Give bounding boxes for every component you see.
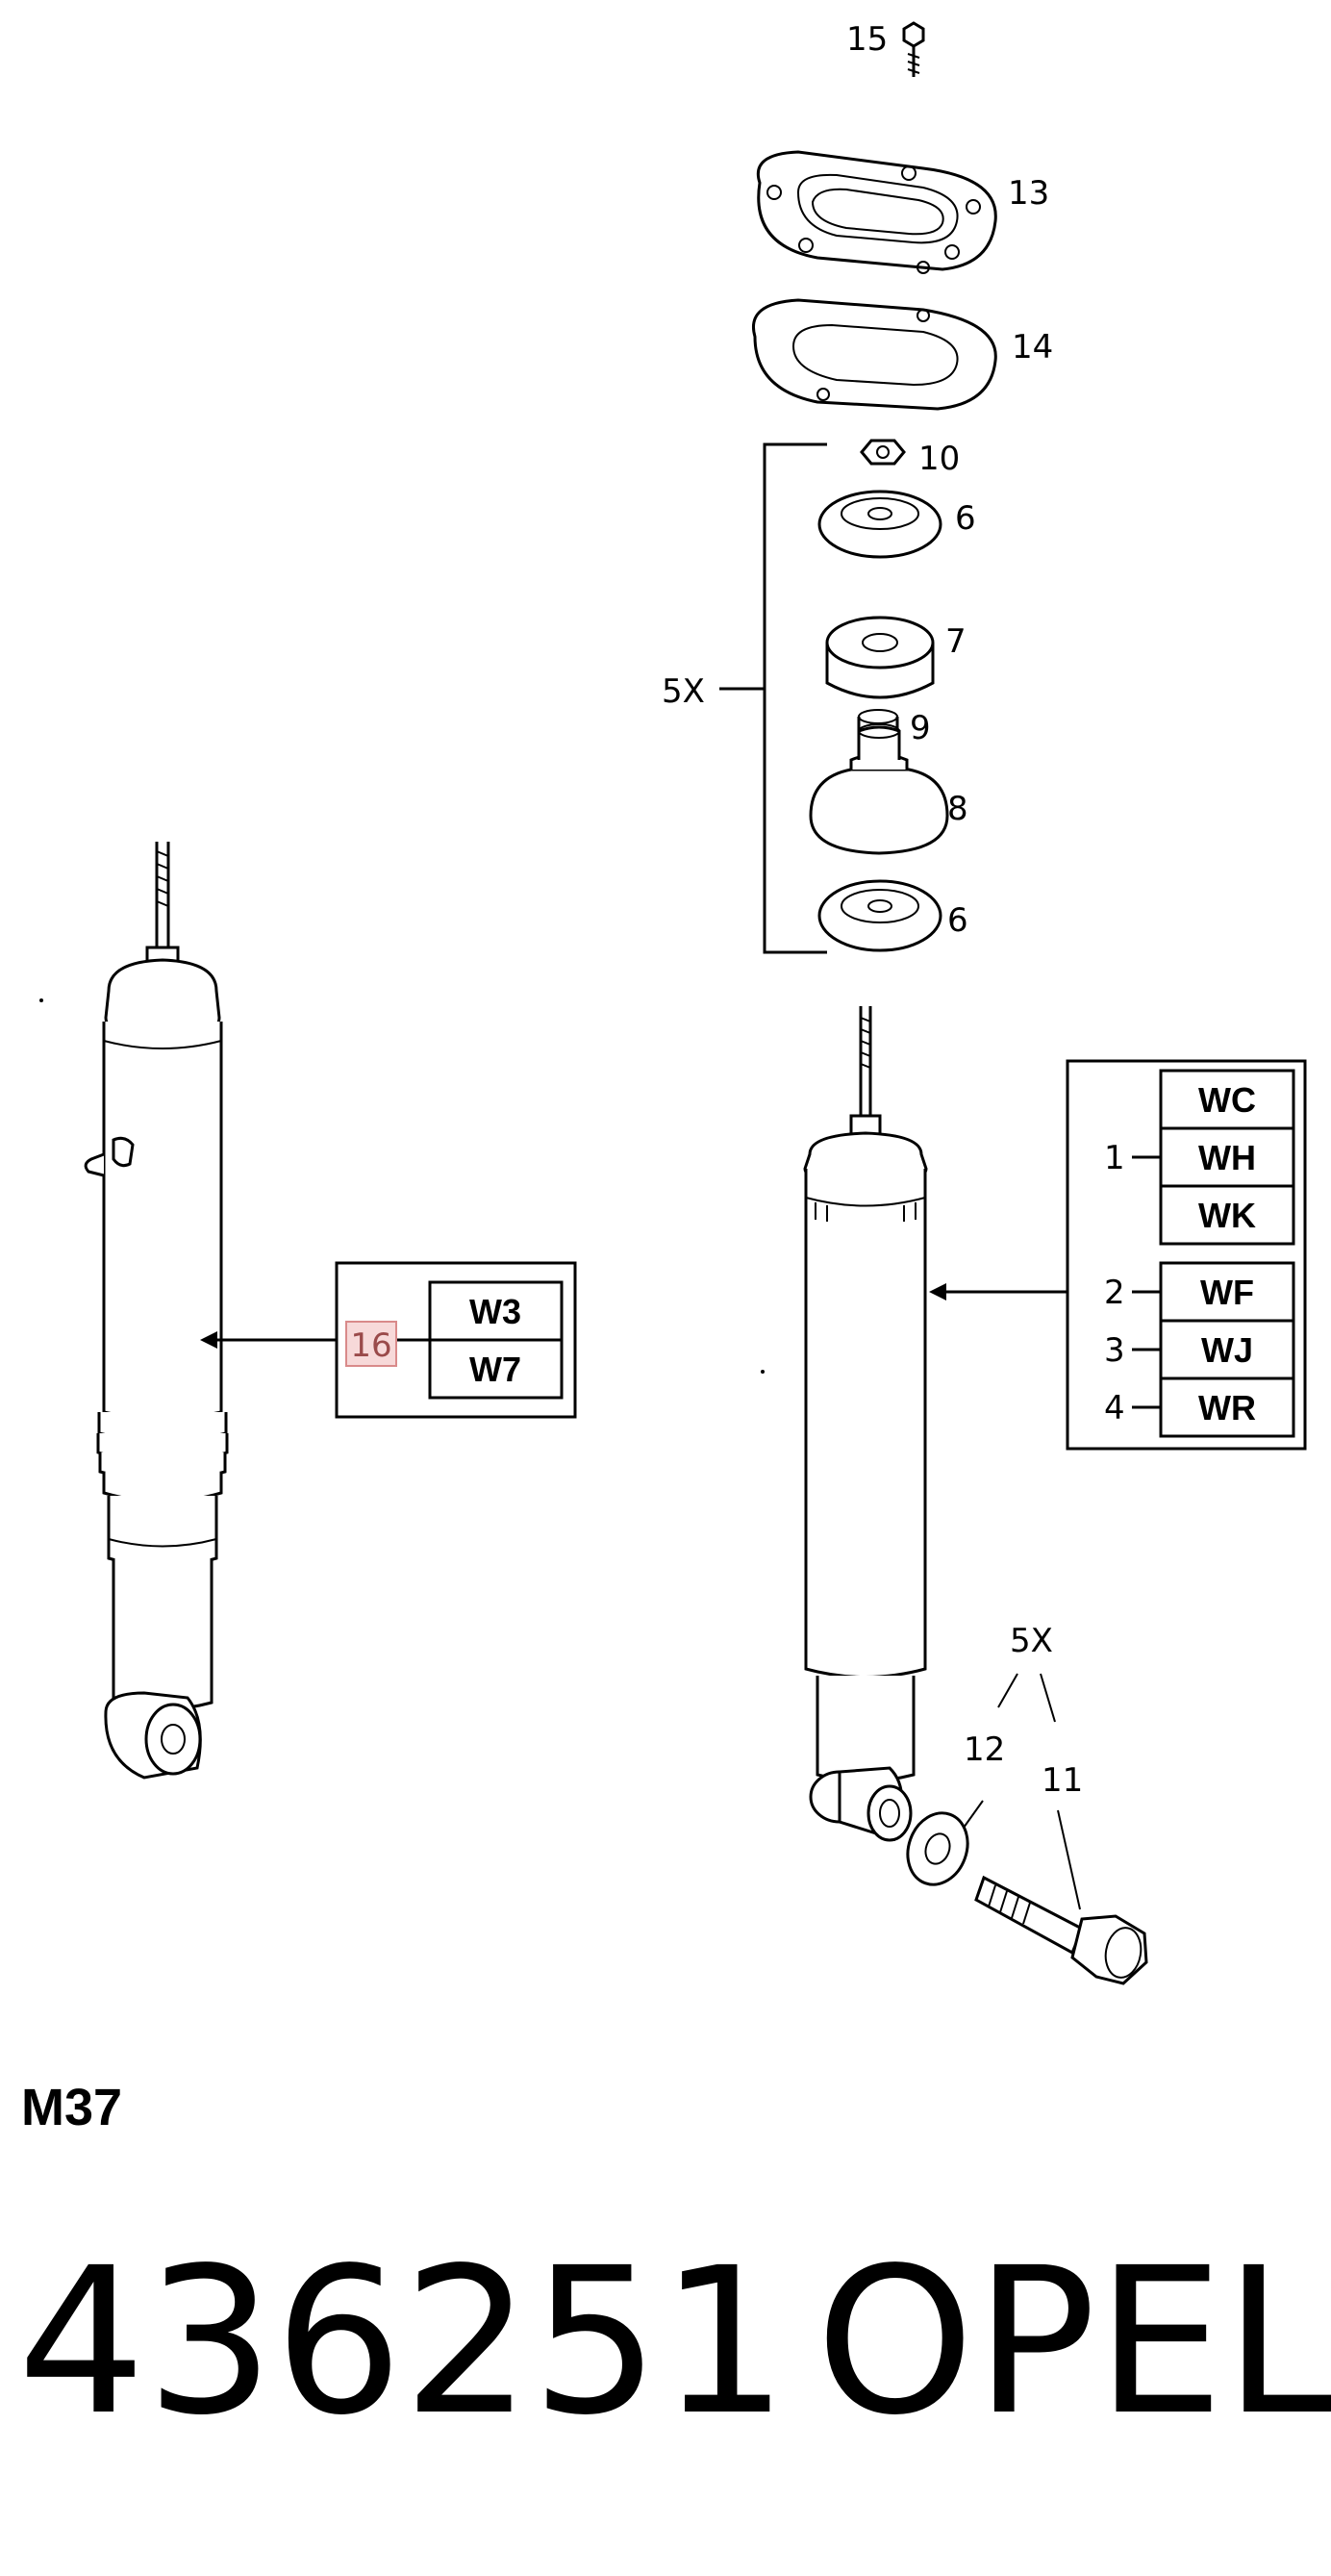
kit-leader-lines-bottom: [963, 1673, 1081, 1910]
plate-part-13: [757, 150, 997, 274]
left-shock-absorber: [84, 842, 229, 1780]
code-wc: WC: [1198, 1080, 1256, 1120]
brand-name: OPEL: [816, 2224, 1331, 2460]
callout-2: 2: [1104, 1274, 1125, 1312]
right-shock-absorber: [803, 1006, 928, 1842]
callout-kit-bottom: 5X: [1010, 1622, 1053, 1660]
right-pointer-arrow: [929, 1283, 1067, 1301]
screw-part-15: [902, 21, 925, 77]
code-wj: WJ: [1201, 1330, 1253, 1370]
callout-kit-top: 5X: [662, 672, 705, 711]
callout-6-lower: 6: [947, 901, 968, 940]
code-wr: WR: [1198, 1388, 1256, 1427]
callout-8: 8: [947, 790, 968, 828]
callout-3: 3: [1104, 1331, 1125, 1370]
code-wf: WF: [1200, 1273, 1254, 1312]
callout-6-upper: 6: [955, 499, 976, 538]
callout-16: 16: [350, 1326, 391, 1365]
callout-7: 7: [945, 622, 967, 661]
code-wk: WK: [1198, 1196, 1256, 1235]
stray-dot: [761, 1370, 765, 1374]
washer-part-12: [906, 1811, 969, 1886]
callout-14: 14: [1012, 328, 1053, 366]
section-code: M37: [21, 2079, 123, 2136]
gasket-part-14: [752, 298, 997, 411]
callout-12: 12: [964, 1730, 1005, 1769]
code-wh: WH: [1198, 1138, 1256, 1177]
washer-part-6-lower: [817, 879, 942, 952]
bush-part-7: [825, 616, 935, 699]
right-code-table: WC WH WK WF WJ WR 1 2 3 4: [1066, 1059, 1307, 1451]
left-code-table: 16 W3 W7: [335, 1261, 577, 1419]
code-w7: W7: [469, 1350, 521, 1389]
callout-9: 9: [910, 709, 931, 747]
washer-part-6-upper: [817, 490, 942, 559]
nut-part-10: [860, 439, 906, 466]
callout-11: 11: [1042, 1761, 1083, 1800]
bush-part-8: [809, 723, 949, 855]
code-w3: W3: [469, 1292, 521, 1331]
callout-13: 13: [1008, 174, 1049, 213]
part-number: 436251: [17, 2224, 789, 2460]
bolt-part-11: [974, 1875, 1148, 1985]
callout-16-highlight: [345, 1321, 397, 1367]
stray-dot: [39, 998, 43, 1002]
callout-10: 10: [918, 440, 960, 478]
left-pointer-arrow: [200, 1331, 337, 1349]
callout-1: 1: [1104, 1139, 1125, 1177]
callout-15: 15: [846, 20, 888, 59]
callout-4: 4: [1104, 1389, 1125, 1427]
kit-bracket-top: [719, 442, 827, 954]
